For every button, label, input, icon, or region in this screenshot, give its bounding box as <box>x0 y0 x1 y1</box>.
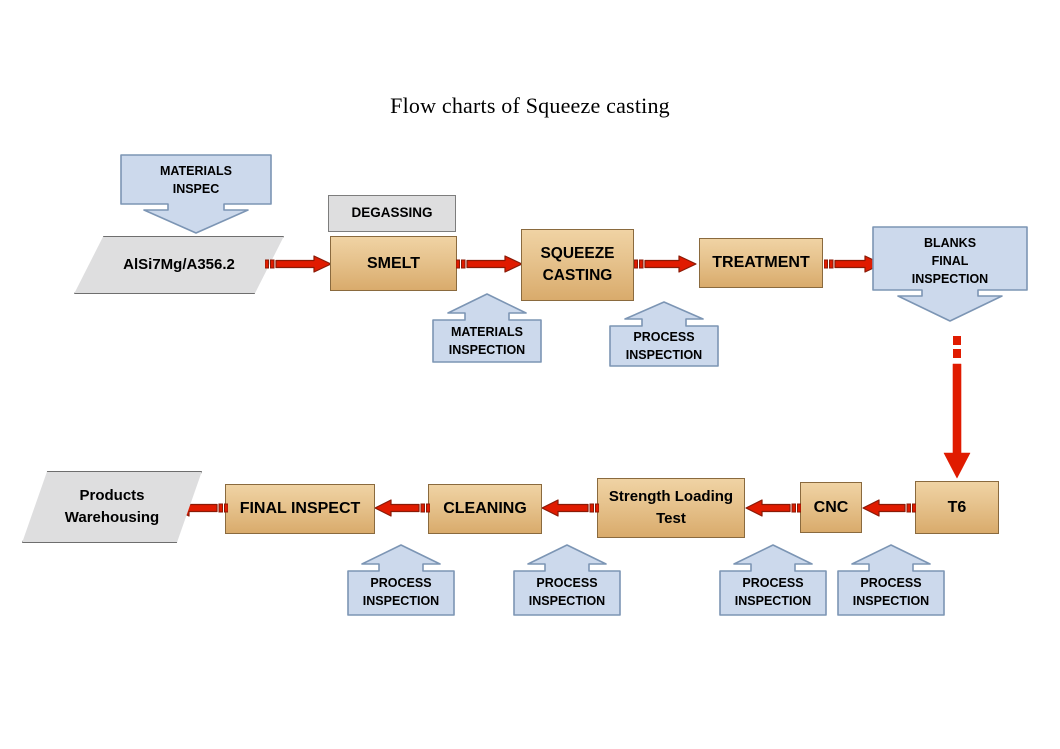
materials-inspection-callout: MATERIALS INSPECTION <box>432 293 542 363</box>
process-inspection-callout-cleaning: PROCESS INSPECTION <box>513 544 621 616</box>
cleaning-box: CLEANING <box>428 484 542 534</box>
arrow-smelt-to-squeeze <box>456 254 524 274</box>
process-inspection-callout-cnc: PROCESS INSPECTION <box>837 544 945 616</box>
cnc-box: CNC <box>800 482 862 533</box>
degassing-label: DEGASSING <box>351 205 433 221</box>
process-inspection-callout-strength-test: PROCESS INSPECTION <box>719 544 827 616</box>
cnc-label: CNC <box>813 498 849 516</box>
degassing-box: DEGASSING <box>328 195 456 232</box>
vertical-connector-arrow <box>940 336 974 480</box>
up-arrow-callout-shape <box>347 544 455 616</box>
products-warehousing-line2: Warehousing <box>64 509 160 526</box>
arrow-cleaning-to-final-inspect <box>374 498 430 518</box>
material-parallelogram: AlSi7Mg/A356.2 <box>74 236 284 294</box>
up-arrow-callout-shape <box>837 544 945 616</box>
strength-loading-test-box: Strength Loading Test <box>597 478 745 538</box>
products-warehousing-parallelogram: Products Warehousing <box>22 471 202 543</box>
final-inspect-box: FINAL INSPECT <box>225 484 375 534</box>
smelt-box: SMELT <box>330 236 457 291</box>
squeeze-casting-box: SQUEEZE CASTING <box>521 229 634 301</box>
squeeze-casting-line2: CASTING <box>542 267 613 284</box>
smelt-label: SMELT <box>366 254 421 272</box>
arrow-cnc-to-strength-test <box>745 498 801 518</box>
down-arrow-callout-shape <box>120 154 272 234</box>
treatment-box: TREATMENT <box>699 238 823 288</box>
up-arrow-callout-shape <box>513 544 621 616</box>
t6-box: T6 <box>915 481 999 534</box>
arrow-t6-to-cnc <box>862 498 916 518</box>
up-arrow-callout-shape <box>609 301 719 367</box>
arrow-strength-test-to-cleaning <box>541 498 599 518</box>
treatment-label: TREATMENT <box>712 254 810 272</box>
arrow-material-to-smelt <box>265 254 333 274</box>
squeeze-casting-label: SQUEEZE CASTING <box>540 243 614 288</box>
material-parallelogram-label: AlSi7Mg/A356.2 <box>123 255 235 273</box>
products-warehousing-label: Products Warehousing <box>65 485 159 530</box>
materials-inspec-callout: MATERIALS INSPEC <box>120 154 272 234</box>
up-arrow-callout-shape <box>719 544 827 616</box>
squeeze-casting-line1: SQUEEZE <box>540 244 615 262</box>
products-warehousing-line1: Products <box>79 486 145 504</box>
blanks-final-inspection-callout: BLANKS FINAL INSPECTION <box>872 226 1028 322</box>
up-arrow-callout-shape <box>432 293 542 363</box>
process-inspection-callout-final-inspect: PROCESS INSPECTION <box>347 544 455 616</box>
strength-test-line2: Test <box>656 510 686 527</box>
final-inspect-label: FINAL INSPECT <box>239 500 361 518</box>
strength-loading-test-label: Strength Loading Test <box>609 486 733 530</box>
arrow-squeeze-to-treatment <box>634 254 698 274</box>
strength-test-line1: Strength Loading <box>608 488 734 506</box>
down-arrow-callout-shape <box>872 226 1028 322</box>
cleaning-label: CLEANING <box>443 500 527 518</box>
page-title: Flow charts of Squeeze casting <box>390 93 670 118</box>
t6-label: T6 <box>947 498 967 516</box>
process-inspection-callout-top: PROCESS INSPECTION <box>609 301 719 367</box>
